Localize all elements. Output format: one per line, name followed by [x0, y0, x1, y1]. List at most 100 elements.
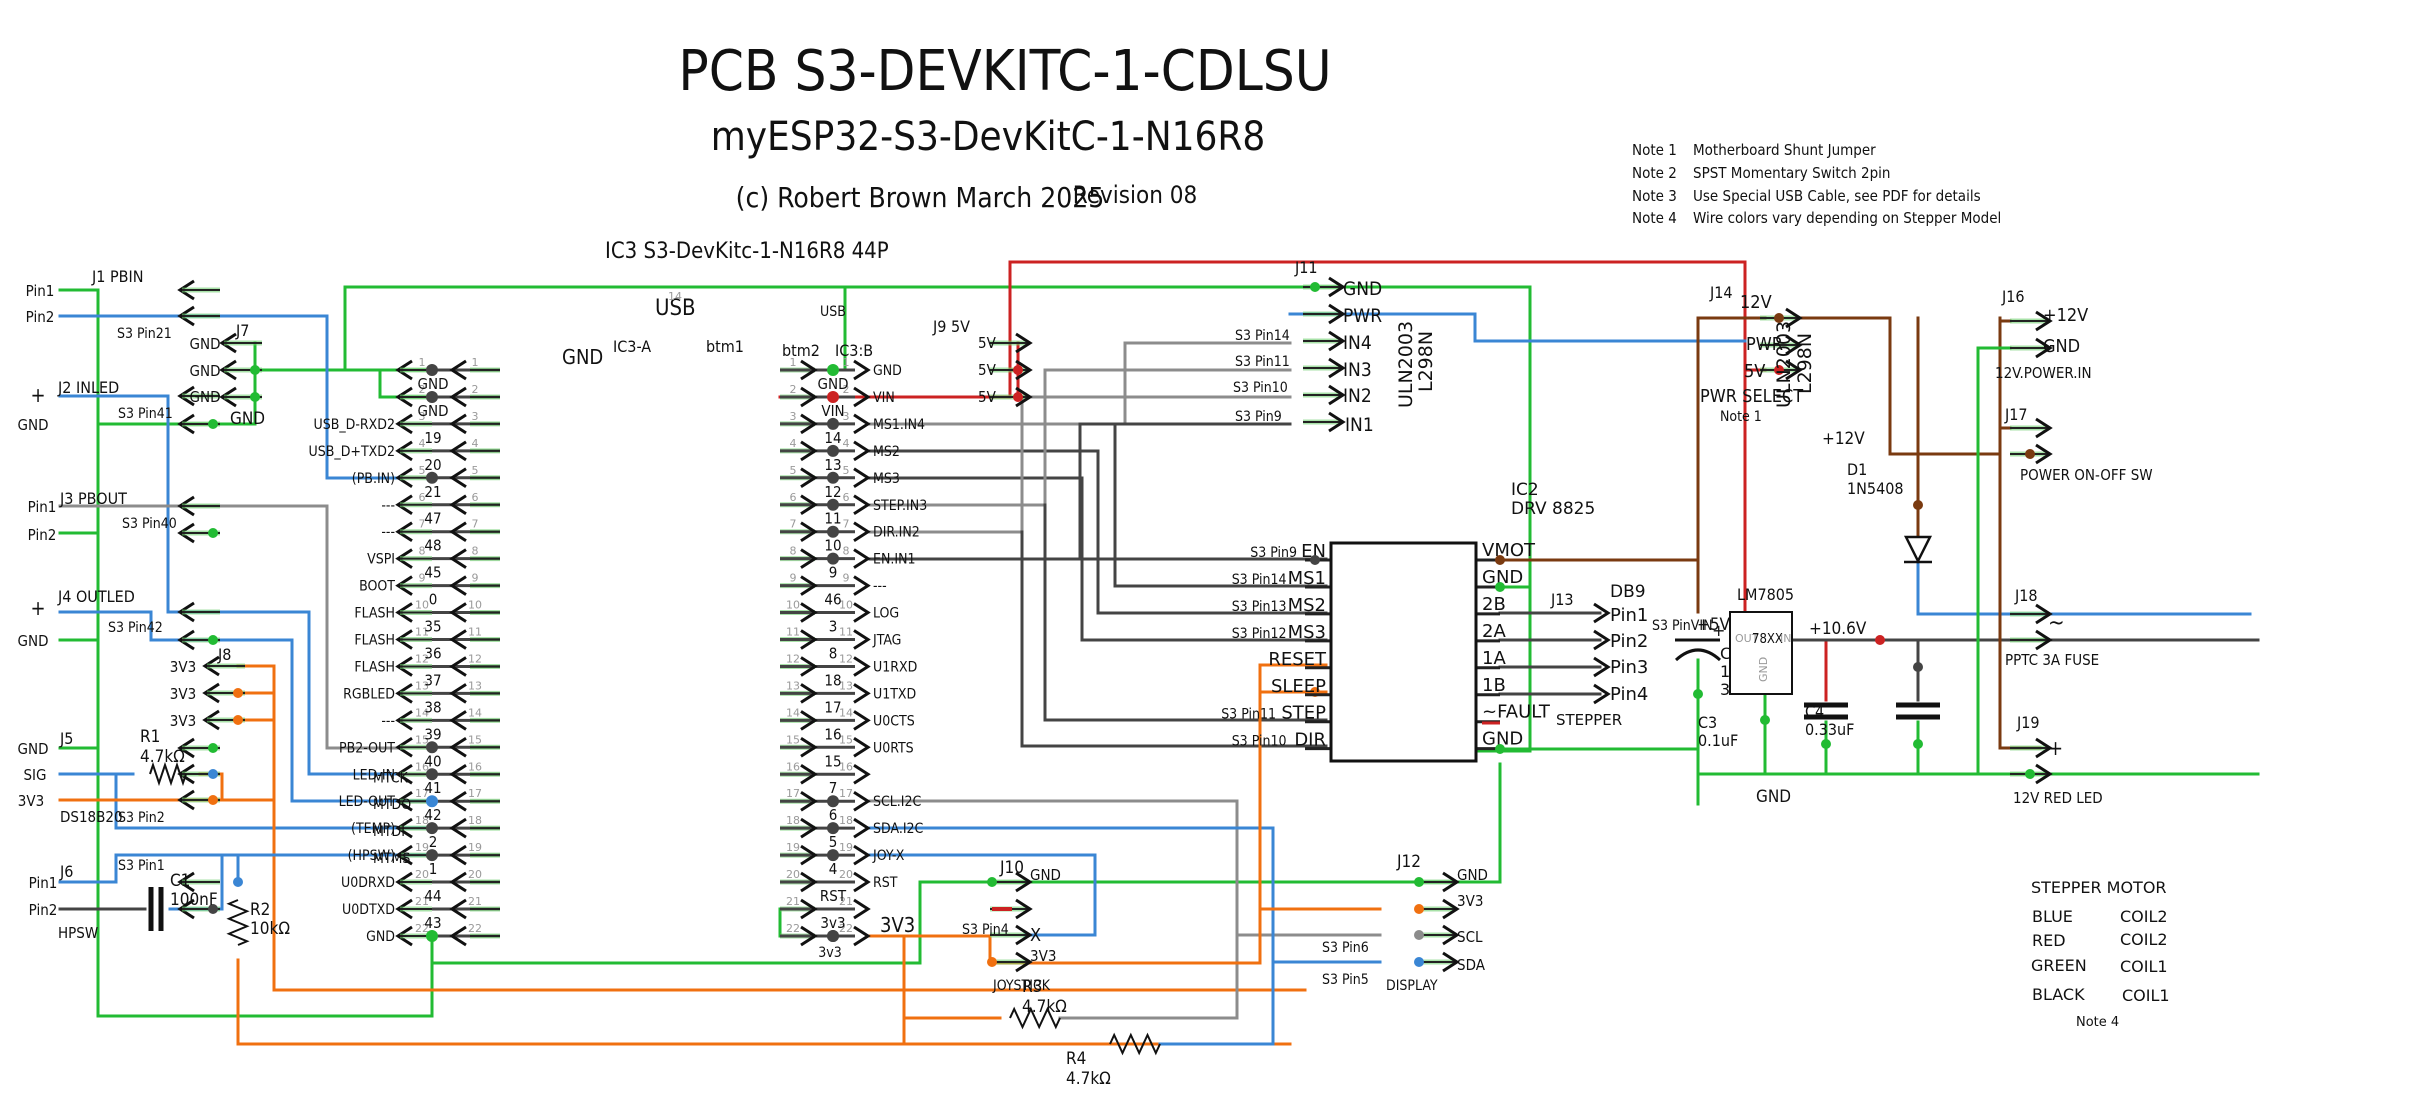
pin-label: 11 — [839, 626, 853, 639]
j8-pin3: 3V3 — [170, 712, 196, 730]
j4-pin1: + — [30, 596, 45, 620]
junction-dot — [1913, 500, 1923, 510]
j5-pin1: GND — [18, 740, 49, 758]
pin-arrow-icon — [202, 709, 220, 731]
j13-sub: STEPPER — [1556, 711, 1622, 729]
j11-part2: L298N — [1415, 331, 1437, 392]
pin-arrow-icon — [1785, 334, 1803, 356]
pin-arrow-icon — [395, 898, 413, 920]
wire — [1080, 476, 1328, 642]
j10-pin3: X — [1030, 925, 1041, 946]
wire — [253, 285, 347, 372]
pin-label: 17 — [839, 787, 853, 800]
junction-dot — [426, 795, 438, 808]
pin-label: PB2-OUT — [339, 740, 395, 756]
connector-j17: J17 POWER ON-OFF SW — [2004, 405, 2153, 484]
pin-label: 17 — [824, 698, 841, 716]
pin-label: 22 — [415, 922, 429, 935]
pin-arrow-icon — [2035, 443, 2053, 465]
pin-label: 19 — [786, 841, 800, 854]
pin-label: MS2 — [1288, 595, 1326, 616]
pin-arrow-icon — [1328, 303, 1346, 325]
pin-label: U0DRXD — [341, 875, 395, 891]
junction-dot — [208, 528, 218, 538]
c1-value: 100nF — [170, 890, 218, 910]
pin-arrow-icon — [1015, 359, 1033, 381]
pin-label: 14 — [786, 706, 800, 719]
j8-name: J8 — [217, 645, 231, 664]
stepper-coil: COIL1 — [2120, 957, 2168, 976]
junction-dot — [827, 849, 839, 862]
wire — [1288, 312, 1747, 343]
junction-dot — [827, 795, 839, 808]
pin-arrow-icon — [853, 763, 871, 785]
pin-label: 10 — [786, 599, 800, 612]
junction-dot — [250, 365, 260, 375]
pin-label: 47 — [424, 510, 441, 528]
pin-label: GND — [418, 402, 449, 420]
j11-name: J11 — [1294, 258, 1318, 277]
pin-label: + — [1712, 621, 1725, 640]
pin-arrow-icon — [395, 602, 413, 623]
resistor-icon — [1109, 1032, 1161, 1056]
pin-arrow-icon — [800, 844, 818, 866]
pin-label: 9 — [472, 572, 479, 585]
pin-arrow-icon — [449, 898, 467, 920]
pin-label: 17 — [468, 787, 482, 800]
pin-arrow-icon — [853, 844, 871, 866]
ic3-usb-pin: 14 — [668, 290, 682, 303]
pin-arrow-icon — [800, 656, 818, 677]
j4-pin2: GND — [18, 632, 49, 650]
connector-j9: J9 5V 5V 5V 5V — [932, 317, 997, 406]
junction-dot — [208, 635, 218, 645]
j11-pin: IN3 — [1343, 359, 1372, 381]
j5-sub: DS18B20 — [60, 808, 123, 826]
pin-label: 41 — [424, 779, 441, 797]
note-label: Note 1 — [1632, 141, 1677, 159]
pin-arrow-icon — [395, 521, 413, 542]
j14-pin: 12V — [1740, 292, 1772, 313]
junction-dot — [426, 768, 438, 781]
pin-label: 8 — [843, 545, 850, 558]
j13-pin: Pin1 — [1610, 605, 1648, 626]
connector-j11: J11 GND PWR IN4 IN3 IN2 IN1 S3 Pin14 S3 … — [1233, 258, 1437, 436]
connector-j3: J3 PBOUT Pin1 Pin2 S3 Pin40 — [28, 489, 177, 544]
junction-dot — [426, 849, 438, 862]
pin-label: 2A — [1482, 621, 1506, 642]
pin-arrow-icon — [449, 871, 467, 893]
pin-label: USB_D-RXD2 — [314, 417, 396, 433]
pin-label: 14 — [415, 706, 429, 719]
j16-pin: GND — [2043, 336, 2080, 357]
pin-label: 35 — [424, 618, 441, 636]
pin-label: 7 — [843, 518, 850, 531]
pin-label: 2 — [472, 383, 479, 396]
pin-arrow-icon — [853, 629, 871, 650]
title-revision: Revision 08 — [1073, 181, 1197, 209]
pin-arrow-icon — [800, 359, 818, 381]
pin-arrow-icon — [1015, 951, 1033, 973]
pin-label: 0 — [429, 591, 438, 609]
connector-j10: J10 GND X 3V3 JOYSTICK S3 Pin4 — [962, 858, 1061, 994]
pin-label: EN — [1301, 541, 1326, 562]
pin-label: 3 — [829, 618, 838, 636]
connector-j1: J1 PBIN Pin1 Pin2 S3 Pin21 — [26, 267, 172, 342]
pin-label: 18 — [839, 814, 853, 827]
j5-net: S3 Pin2 — [118, 810, 165, 826]
j9-pin2: 5V — [978, 361, 997, 379]
junction-dot — [426, 929, 438, 942]
pin-label: GND — [1482, 729, 1523, 750]
junction-dot — [827, 822, 839, 835]
j5-name: J5 — [59, 729, 73, 748]
ic2-name: IC2 — [1511, 480, 1539, 500]
pin-arrow-icon — [853, 548, 871, 569]
pin-label: 2 — [843, 383, 850, 396]
pin-label: 14 — [839, 706, 853, 719]
pin-label: 10 — [415, 599, 429, 612]
pin-label: 2 — [429, 833, 438, 851]
wire — [1798, 316, 2002, 456]
pin-arrow-icon — [395, 548, 413, 569]
pin-arrow-icon — [395, 656, 413, 677]
pin-label: SDA.I2C — [873, 821, 924, 837]
pin-label: 18 — [468, 814, 482, 827]
pin-label: 5 — [472, 464, 479, 477]
